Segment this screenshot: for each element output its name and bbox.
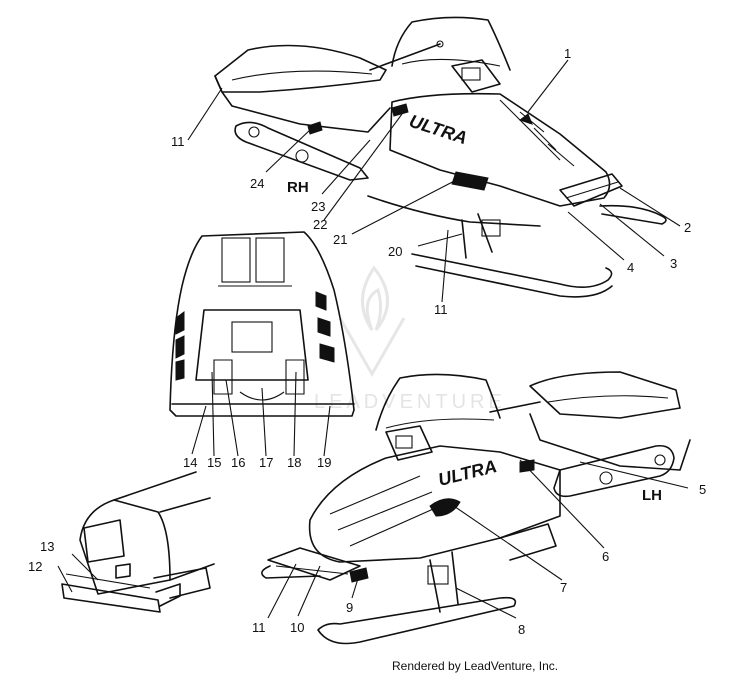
callout-20: 20 bbox=[388, 244, 402, 259]
callout-9: 9 bbox=[346, 600, 353, 615]
rh-side-label: RH bbox=[287, 179, 309, 196]
rh-snowmobile-drawing: ULTRA bbox=[214, 16, 667, 298]
callout-11-rh-rear: 11 bbox=[171, 134, 185, 149]
callout-6: 6 bbox=[602, 549, 609, 564]
callout-3: 3 bbox=[670, 256, 677, 271]
callout-16: 16 bbox=[231, 455, 245, 470]
watermark-logo: LEADVENTURE bbox=[314, 265, 506, 413]
hood-top-view-drawing bbox=[169, 231, 355, 417]
callout-13: 13 bbox=[40, 539, 54, 554]
callout-leader-lines bbox=[57, 59, 689, 619]
callout-24: 24 bbox=[250, 176, 264, 191]
callout-15: 15 bbox=[207, 455, 221, 470]
callout-17: 17 bbox=[259, 455, 273, 470]
callout-19: 19 bbox=[317, 455, 331, 470]
rh-ultra-decal: ULTRA bbox=[407, 111, 470, 148]
callout-18: 18 bbox=[287, 455, 301, 470]
callout-8: 8 bbox=[518, 622, 525, 637]
callout-11-lh: 11 bbox=[252, 620, 266, 635]
callout-23: 23 bbox=[311, 199, 325, 214]
callout-11-rh-front: 11 bbox=[434, 302, 448, 317]
callout-10: 10 bbox=[290, 620, 304, 635]
callout-1: 1 bbox=[564, 46, 571, 61]
callout-22: 22 bbox=[313, 217, 327, 232]
callout-14: 14 bbox=[183, 455, 197, 470]
callout-5: 5 bbox=[699, 482, 706, 497]
render-credit: Rendered by LeadVenture, Inc. bbox=[392, 659, 559, 673]
callout-4: 4 bbox=[627, 260, 634, 275]
watermark-text: LEADVENTURE bbox=[314, 391, 506, 413]
callout-12: 12 bbox=[28, 559, 42, 574]
callout-2: 2 bbox=[684, 220, 691, 235]
nose-detail-drawing bbox=[61, 471, 215, 613]
callout-21: 21 bbox=[333, 232, 347, 247]
lh-ultra-decal: ULTRA bbox=[436, 456, 499, 490]
callout-numbers: 1 2 3 4 5 6 7 8 9 10 11 11 11 12 13 14 1… bbox=[28, 46, 706, 637]
callout-7: 7 bbox=[560, 580, 567, 595]
lh-side-label: LH bbox=[642, 487, 662, 504]
